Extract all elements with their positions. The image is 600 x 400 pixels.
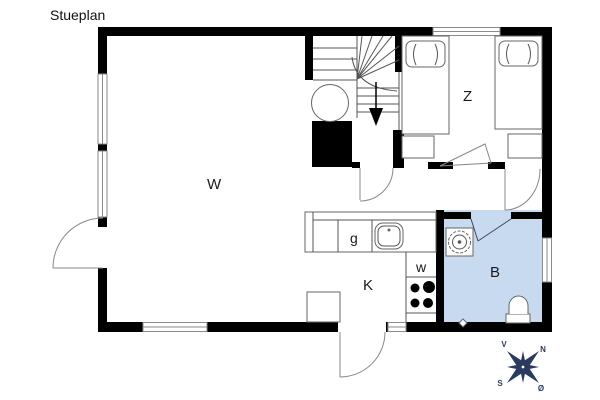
door-left-swing	[52, 217, 104, 269]
sink-drain	[387, 228, 391, 232]
bed-right-pillow	[498, 40, 539, 67]
stair-stringer-curve	[351, 56, 398, 92]
door-hall-swing	[504, 168, 541, 211]
bathroom-sink	[445, 227, 474, 257]
stairwell-wall-right-lower	[393, 130, 404, 168]
burner-3	[410, 298, 420, 308]
room-label-kitchen: K	[363, 277, 373, 294]
nightstand-right	[507, 133, 543, 159]
door-bath-chord	[470, 218, 479, 242]
kitchen-counter	[304, 211, 437, 253]
bathroom-wall-top-left	[444, 212, 471, 219]
door-bedroom-leaf	[439, 143, 492, 167]
room-label-bathroom: B	[490, 264, 500, 281]
plan-title: Stueplan	[50, 7, 105, 23]
door-opening-left	[98, 227, 107, 268]
stairwell-wall-left	[305, 36, 313, 80]
chimney-block	[312, 121, 352, 167]
bathroom-wall-left	[436, 210, 444, 322]
room-label-utility: w	[415, 259, 427, 275]
bedroom-wall-seg2	[488, 162, 505, 169]
room-label-bedroom: Z	[463, 88, 472, 105]
bedroom-beds	[401, 35, 543, 159]
wall-stub	[352, 162, 360, 168]
room-label-living: W	[207, 176, 222, 193]
windows	[97, 27, 552, 332]
staircase	[311, 35, 400, 130]
door-bath-leaf	[477, 218, 512, 242]
stairwell-wall-right-upper	[395, 36, 404, 72]
boiler-circle	[311, 84, 349, 122]
floor-drain-icon	[458, 318, 468, 328]
burner-2	[423, 281, 435, 293]
nightstand-left	[401, 135, 435, 159]
outer-wall-bottom	[98, 322, 552, 332]
kitchen-cupboard	[306, 291, 341, 323]
counter-outline	[304, 211, 437, 253]
compass-label-north: N	[540, 345, 546, 354]
outer-wall-top	[98, 27, 552, 36]
bed-left-pillow	[405, 40, 446, 68]
stair-arrow-down-icon	[369, 108, 383, 126]
compass-label-west: V	[501, 340, 507, 349]
bathroom	[445, 227, 531, 328]
outer-wall-right	[542, 27, 552, 332]
burner-1	[410, 283, 420, 293]
kitchen-sink	[374, 222, 404, 250]
door-bottom-swing	[339, 331, 386, 378]
burner-4	[423, 298, 433, 308]
compass-label-south: S	[497, 379, 503, 388]
doors	[52, 143, 541, 378]
room-label-counter: g	[350, 230, 358, 246]
bathroom-wall-top-right	[511, 212, 542, 219]
door-opening-bottom	[338, 322, 386, 332]
compass-label-east: Ø	[538, 384, 544, 393]
compass-rose: V N S Ø	[497, 340, 546, 393]
stove	[405, 252, 436, 322]
door-stairs-swing	[359, 167, 394, 202]
toilet	[505, 295, 531, 324]
